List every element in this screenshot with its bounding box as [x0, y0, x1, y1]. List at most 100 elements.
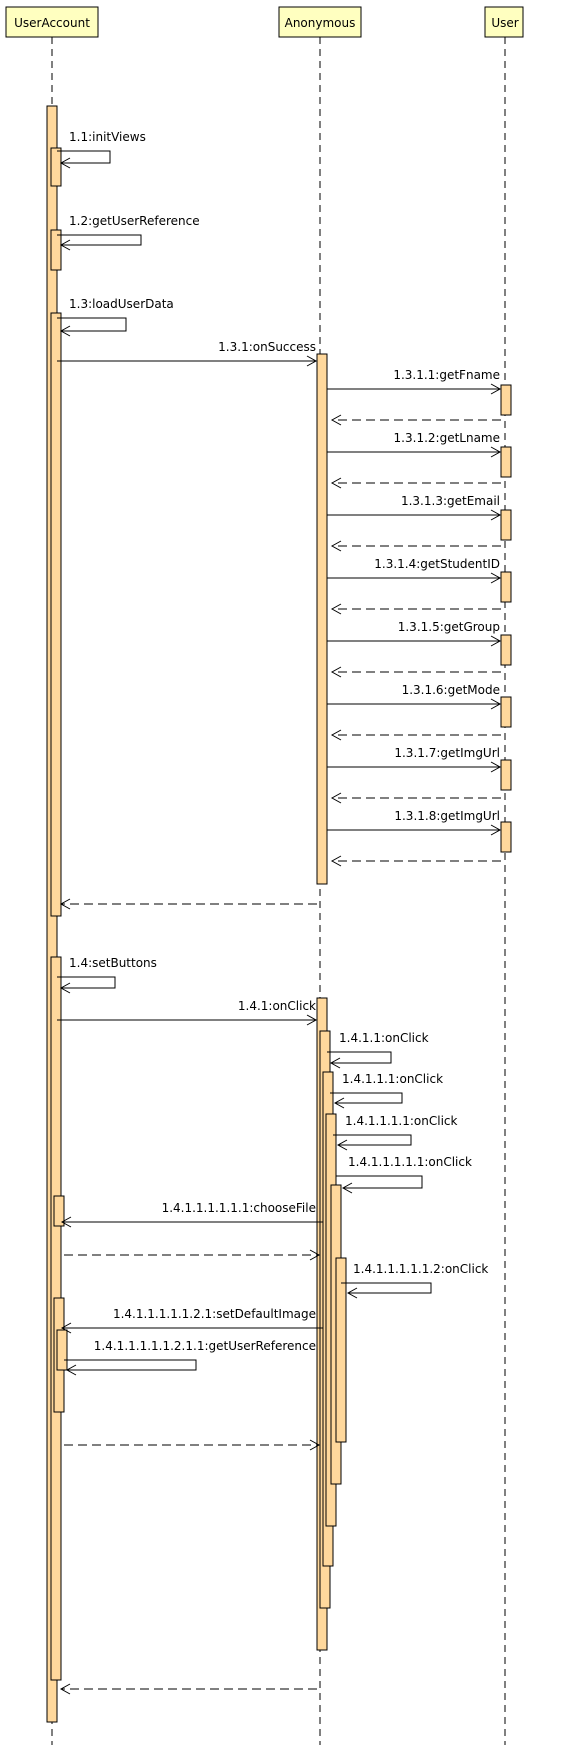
arrow-head	[490, 698, 502, 710]
activation-bar	[500, 384, 512, 416]
arrow-head	[59, 898, 71, 910]
message-self: 1.4.1.1.1.1:onClick	[333, 1114, 458, 1151]
message-call: 1.3.1:onSuccess	[57, 340, 318, 367]
activation-bar	[500, 759, 512, 791]
message-call: 1.4.1.1.1.1.1.1:chooseFile	[60, 1201, 323, 1228]
lifeline-label: Anonymous	[285, 16, 356, 30]
arrow-head	[333, 1097, 345, 1109]
lifeline-label: UserAccount	[14, 16, 90, 30]
arrow-head	[330, 729, 342, 741]
message-label: 1.3.1.4:getStudentID	[374, 557, 500, 571]
message-label: 1.3:loadUserData	[69, 297, 174, 311]
message-return	[330, 477, 501, 489]
arrow-head	[490, 383, 502, 395]
lifeline-us: User	[484, 6, 524, 1745]
activation-bar	[56, 1329, 68, 1371]
activation-bar	[53, 1195, 65, 1227]
message-line	[57, 234, 142, 246]
message-label: 1.3.1.3:getEmail	[401, 494, 500, 508]
activation-bar	[500, 446, 512, 478]
message-label: 1.4.1.1.1.1.1.2:onClick	[353, 1262, 488, 1276]
arrow-head	[309, 1439, 321, 1451]
lifeline-header	[278, 6, 362, 38]
message-label: 1.3.1.6:getMode	[402, 683, 500, 697]
arrow-head	[59, 157, 71, 169]
message-return	[64, 1249, 321, 1261]
message-line	[330, 1092, 403, 1104]
message-label: 1.4.1.1.1.1.1.2.1:setDefaultImage	[113, 1307, 316, 1321]
arrow-head	[59, 1683, 71, 1695]
arrow-head	[59, 982, 71, 994]
message-self: 1.2:getUserReference	[57, 214, 200, 251]
message-call: 1.3.1.8:getImgUrl	[327, 809, 502, 836]
message-label: 1.1:initViews	[69, 130, 146, 144]
message-call: 1.3.1.2:getLname	[327, 431, 502, 458]
message-self: 1.1:initViews	[57, 130, 146, 169]
message-call: 1.3.1.6:getMode	[327, 683, 502, 710]
lifeline-header	[5, 6, 99, 38]
message-label: 1.4:setButtons	[69, 956, 157, 970]
message-self: 1.4.1.1.1.1.1.2.1.1:getUserReference	[64, 1339, 316, 1376]
activation-bar	[50, 312, 62, 917]
arrow-head	[60, 1322, 72, 1334]
lifelines: UserAccount Anonymous User	[5, 6, 524, 1745]
arrow-head	[329, 1057, 341, 1069]
message-line	[57, 150, 111, 164]
lifeline-an: Anonymous	[278, 6, 362, 1745]
activation-bar	[500, 634, 512, 666]
arrow-head	[341, 1182, 353, 1194]
message-self: 1.4.1.1.1.1.1.2:onClick	[341, 1262, 488, 1299]
activation-bar	[500, 821, 512, 853]
message-line	[341, 1282, 432, 1294]
message-self: 1.3:loadUserData	[57, 297, 174, 337]
message-call: 1.3.1.4:getStudentID	[327, 557, 502, 584]
arrow-head	[330, 855, 342, 867]
message-call: 1.3.1.5:getGroup	[327, 620, 502, 647]
activation-bar	[500, 509, 512, 541]
arrow-head	[490, 446, 502, 458]
message-return	[330, 414, 501, 426]
message-label: 1.4.1.1.1.1.1:onClick	[348, 1155, 472, 1169]
message-self: 1.4.1.1:onClick	[327, 1031, 429, 1069]
message-label: 1.4.1.1.1.1:onClick	[345, 1114, 458, 1128]
message-return	[330, 540, 501, 552]
arrow-head	[309, 1249, 321, 1261]
activations	[46, 105, 512, 1723]
message-self: 1.4:setButtons	[57, 956, 157, 994]
message-return	[330, 855, 501, 867]
arrow-head	[490, 509, 502, 521]
arrow-head	[330, 666, 342, 678]
arrow-head	[330, 603, 342, 615]
activation-bar	[316, 353, 328, 885]
arrow-head	[330, 540, 342, 552]
arrow-head	[59, 239, 71, 251]
message-label: 1.3.1.7:getImgUrl	[394, 746, 500, 760]
activation-bar	[335, 1257, 347, 1443]
message-label: 1.3.1.2:getLname	[394, 431, 500, 445]
message-call: 1.3.1.1:getFname	[327, 368, 502, 395]
message-label: 1.3.1:onSuccess	[218, 340, 316, 354]
message-return	[330, 666, 501, 678]
arrow-head	[306, 355, 318, 367]
activation-bar	[500, 696, 512, 728]
message-line	[327, 1051, 392, 1064]
message-label: 1.3.1.5:getGroup	[398, 620, 500, 634]
arrow-head	[346, 1287, 358, 1299]
arrow-head	[65, 1364, 77, 1376]
message-return	[330, 792, 501, 804]
message-line	[64, 1359, 197, 1371]
message-label: 1.4.1:onClick	[238, 999, 316, 1013]
activation-bar	[500, 571, 512, 603]
message-call: 1.3.1.3:getEmail	[327, 494, 502, 521]
arrow-head	[59, 325, 71, 337]
message-label: 1.3.1.8:getImgUrl	[394, 809, 500, 823]
message-label: 1.4.1.1.1.1.1.2.1.1:getUserReference	[94, 1339, 316, 1353]
message-label: 1.2:getUserReference	[69, 214, 200, 228]
message-line	[57, 976, 116, 989]
message-return	[59, 898, 317, 910]
arrow-head	[330, 477, 342, 489]
message-line	[57, 317, 127, 332]
arrow-head	[490, 572, 502, 584]
arrow-head	[490, 635, 502, 647]
